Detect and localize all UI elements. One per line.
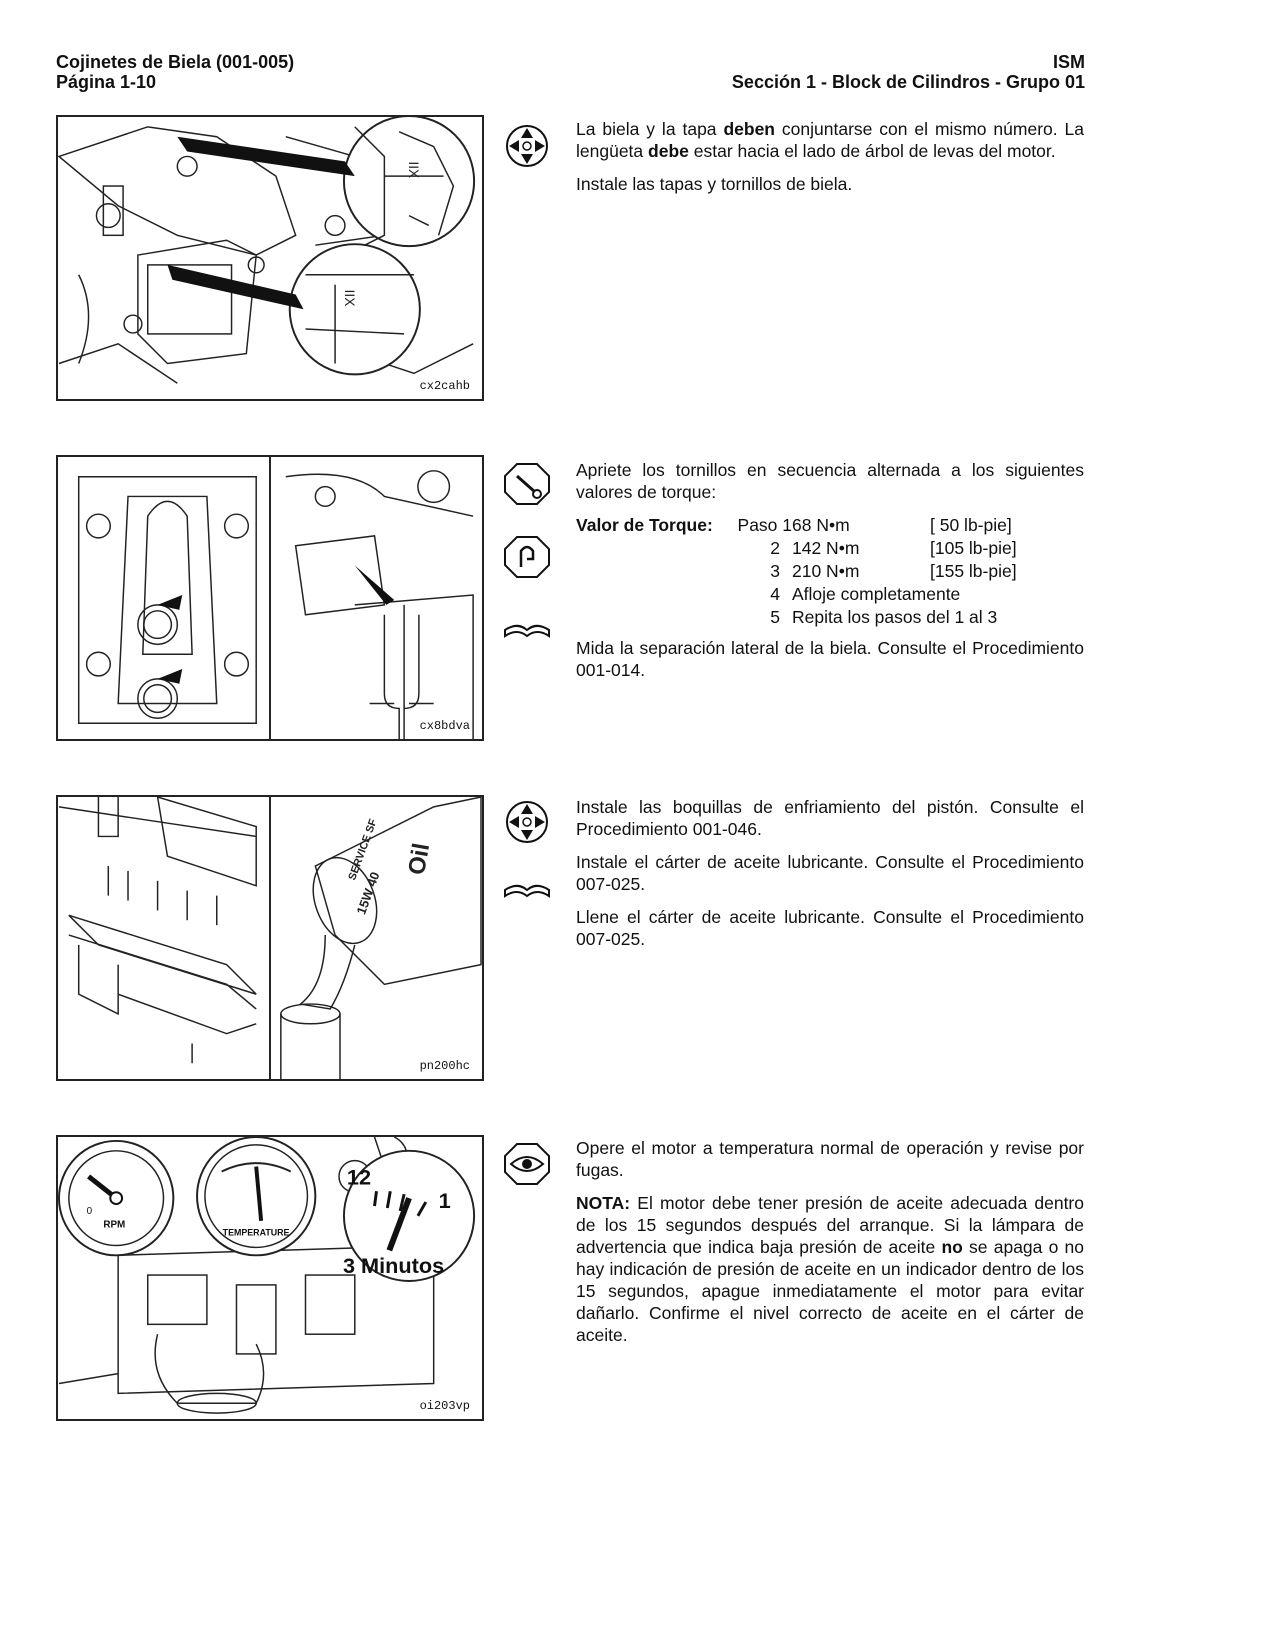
torque-wrench-icon	[503, 462, 551, 506]
figure-connecting-rod-cap-match: IIX IIX cx2cahb	[56, 115, 484, 401]
figure-code: cx8bdva	[417, 719, 472, 733]
figure-torque-sequence: cx8bdva	[56, 455, 484, 741]
reference-book-icon	[503, 608, 551, 652]
torque-instruction: Afloje completamente	[792, 584, 961, 604]
temperature-label: TEMPERATURE	[223, 1228, 290, 1238]
oil-pressure-note: NOTA: El motor debe tener presión de ace…	[576, 1193, 1084, 1345]
torque-step: 3	[770, 561, 780, 581]
assembly-icon	[503, 124, 551, 168]
torque-table: Valor de Torque: Paso 1 68 N•m [ 50 lb-p…	[576, 514, 1084, 628]
fill-oil-pan-paragraph: Llene el cárter de aceite lubricante. Co…	[576, 907, 1084, 949]
figure-engine-run-check: 0 RPM TEMPERATURE 12 1 3 Minutos oi203vp	[56, 1135, 484, 1421]
engine-model: ISM	[1052, 52, 1085, 72]
reference-book-icon	[503, 868, 551, 912]
page-header-right: ISM Sección 1 - Block de Cilindros - Gru…	[732, 52, 1085, 92]
torque-step: 5	[770, 607, 780, 627]
section-oil-pan-instructions: Instale las boquillas de enfriamiento de…	[576, 796, 1084, 961]
figure-code: oi203vp	[417, 1399, 472, 1413]
section-engine-check-instructions: Opere el motor a temperatura normal de o…	[576, 1137, 1084, 1357]
install-caps-paragraph: Instale las tapas y tornillos de biela.	[576, 174, 853, 194]
page-header-left: Cojinetes de Biela (001-005) Página 1-10	[56, 52, 294, 92]
torque-step: 2	[770, 538, 780, 558]
clock-twelve-label: 12	[347, 1164, 371, 1189]
side-clearance-paragraph: Mida la separación lateral de la biela. …	[576, 638, 1084, 680]
connecting-rod-illustration: IIX IIX	[58, 117, 476, 384]
torque-nm: 68 N•m	[792, 515, 850, 535]
figure-oil-pan-install: SERVICE SF 15W 40 Oil pn200hc	[56, 795, 484, 1081]
piston-nozzles-paragraph: Instale las boquillas de enfriamiento de…	[576, 797, 1084, 839]
document-title: Cojinetes de Biela (001-005)	[56, 52, 295, 72]
clock-one-label: 1	[439, 1188, 451, 1213]
figure-code: pn200hc	[417, 1059, 472, 1073]
torque-instruction: Repita los pasos del 1 al 3	[792, 607, 998, 627]
torque-step: 4	[770, 584, 780, 604]
torque-lb: [155 lb-pie]	[930, 561, 1017, 581]
torque-nm: 142 N•m	[792, 538, 860, 558]
torque-sequence-illustration	[77, 457, 474, 739]
oil-pan-illustration: SERVICE SF 15W 40 Oil	[58, 797, 482, 1079]
oil-bottle-oil-label: Oil	[404, 841, 435, 877]
minutes-label: 3 Minutos	[343, 1253, 444, 1278]
page-number: Página 1-10	[56, 72, 157, 92]
svg-text:IIX: IIX	[342, 290, 357, 307]
assembly-icon	[503, 800, 551, 844]
torque-lb: [105 lb-pie]	[930, 538, 1017, 558]
rpm-label: RPM	[103, 1220, 125, 1231]
hand-tighten-icon	[503, 535, 551, 579]
svg-text:IIX: IIX	[406, 161, 421, 178]
install-oil-pan-paragraph: Instale el cárter de aceite lubricante. …	[576, 852, 1084, 894]
torque-intro-paragraph: Apriete los tornillos en secuencia alter…	[576, 460, 1084, 502]
torque-lb: [ 50 lb-pie]	[930, 515, 1012, 535]
torque-step: Paso 1	[737, 515, 792, 535]
section-torque-instructions: Apriete los tornillos en secuencia alter…	[576, 459, 1084, 692]
engine-gauges-illustration: 0 RPM TEMPERATURE 12 1 3 Minutos	[58, 1137, 476, 1414]
operate-engine-paragraph: Opere el motor a temperatura normal de o…	[576, 1138, 1084, 1180]
torque-nm: 210 N•m	[792, 561, 860, 581]
torque-label: Valor de Torque:	[576, 515, 713, 535]
figure-code: cx2cahb	[417, 379, 472, 393]
rpm-zero-label: 0	[87, 1206, 93, 1217]
section-title: Sección 1 - Block de Cilindros - Grupo 0…	[731, 72, 1085, 92]
inspect-eye-icon	[503, 1142, 551, 1186]
rod-cap-match-paragraph: La biela y la tapa deben conjuntarse con…	[576, 119, 1084, 161]
section-rod-cap-instructions: La biela y la tapa deben conjuntarse con…	[576, 118, 1084, 206]
